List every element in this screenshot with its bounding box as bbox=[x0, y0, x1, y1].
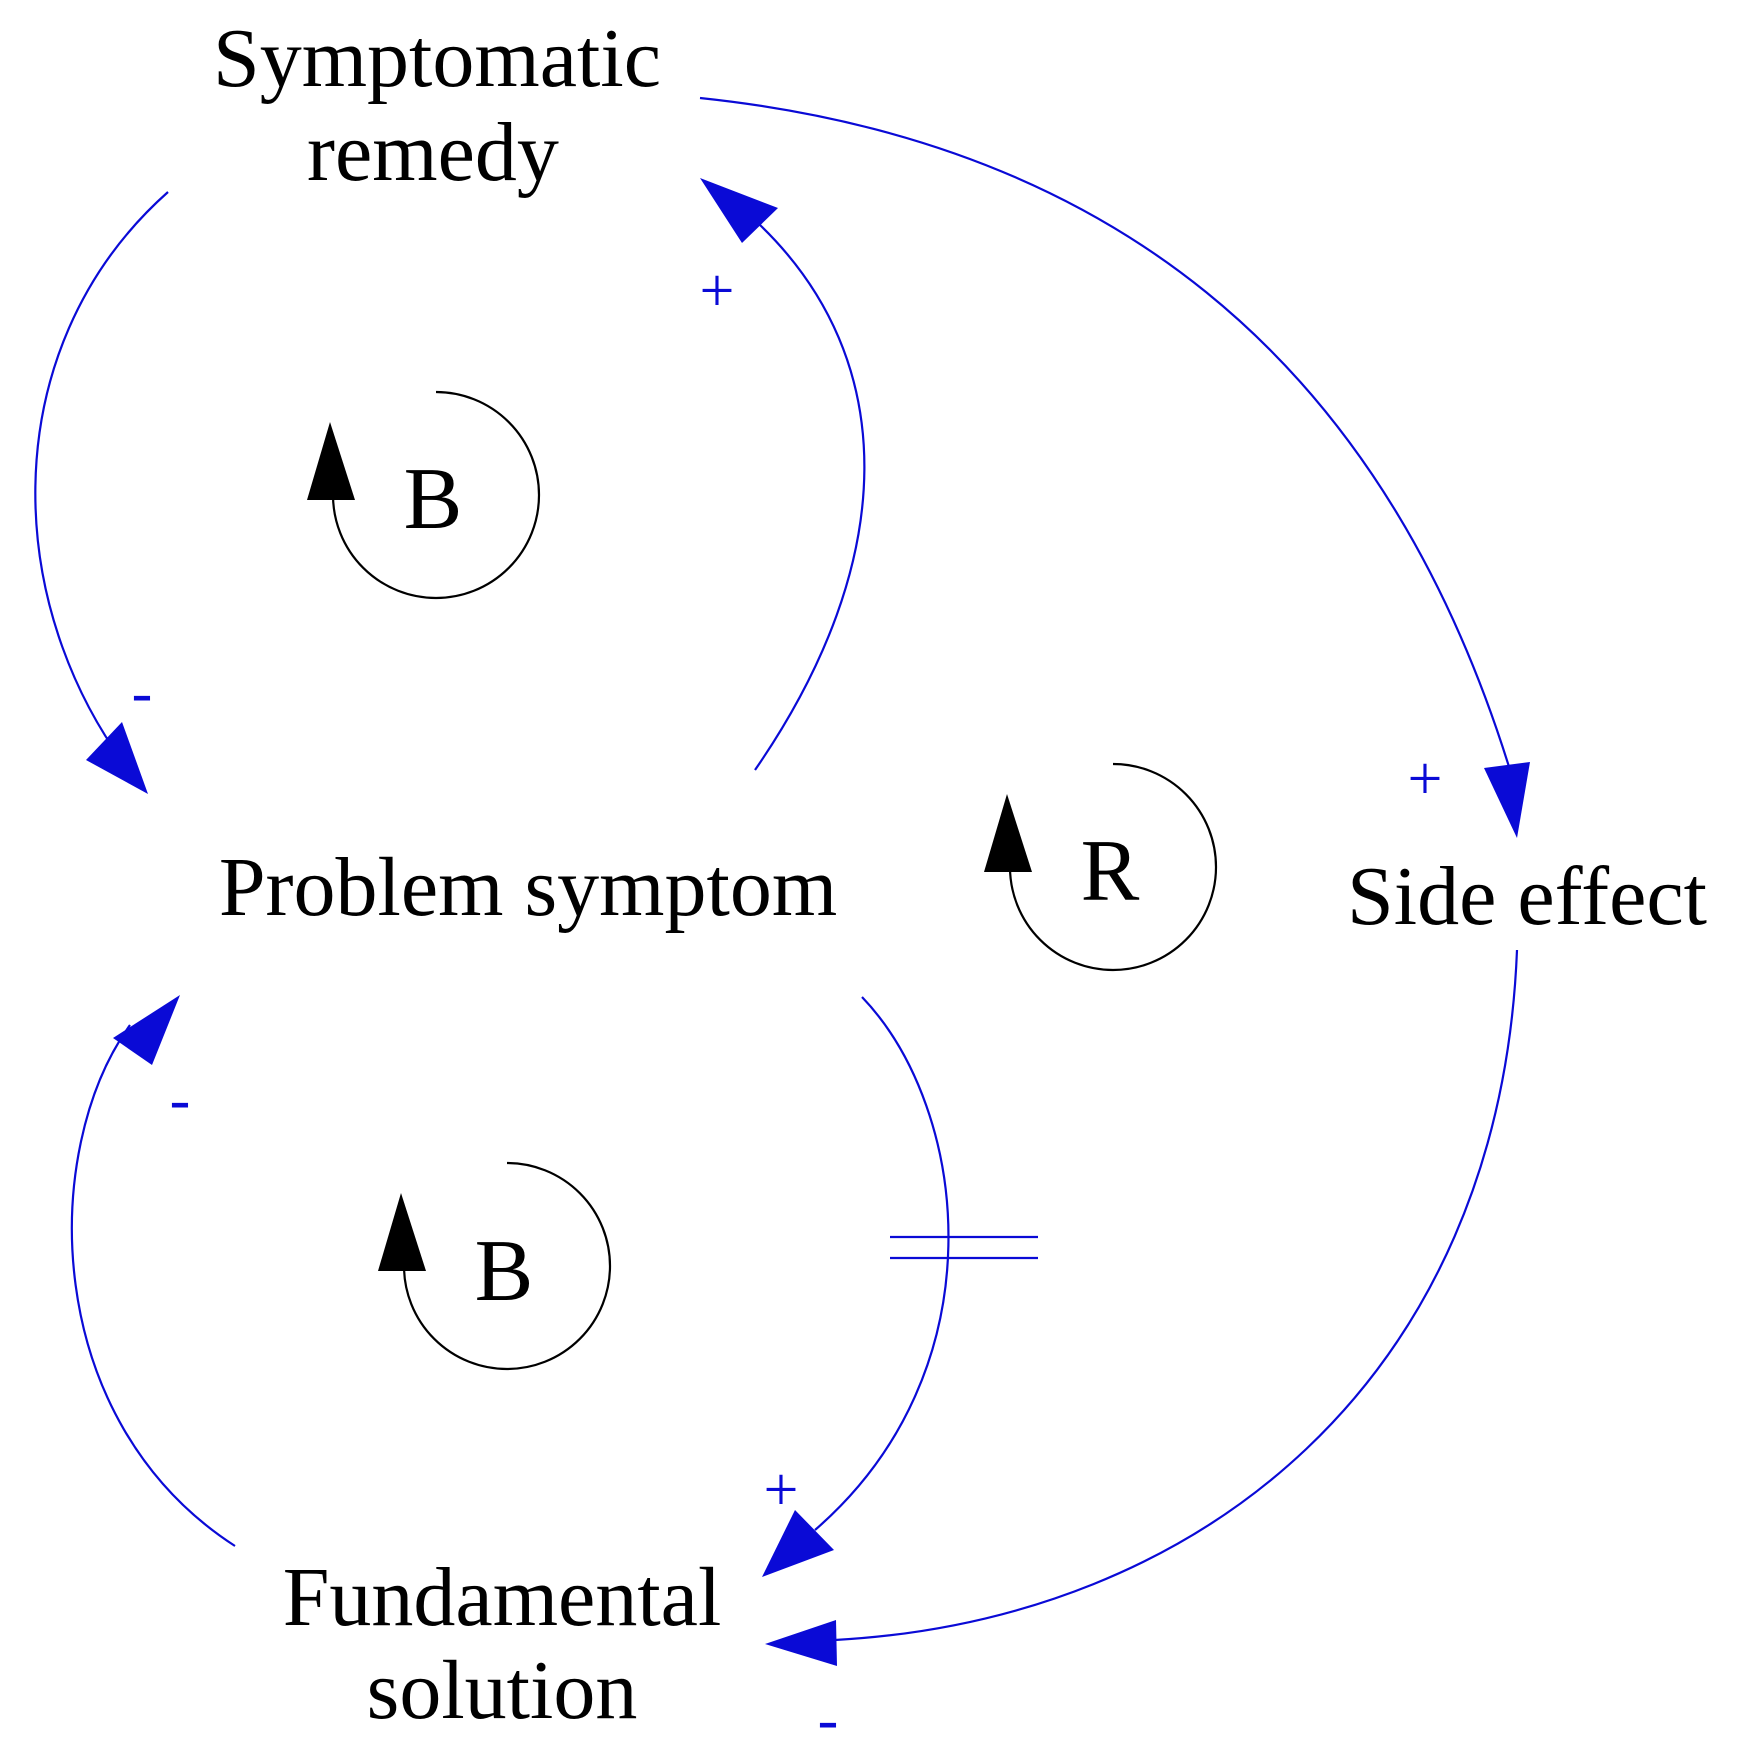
link-solution-to-symptom bbox=[70, 1024, 236, 1547]
link-remedy-to-symptom bbox=[34, 191, 169, 791]
polarity-remedy-to-side-effect: + bbox=[1408, 745, 1443, 813]
node-symptomatic-remedy-line2: remedy bbox=[307, 106, 559, 199]
arrowhead-symptom-to-solution bbox=[762, 1510, 834, 1577]
node-fundamental-solution-line1: Fundamental bbox=[283, 1551, 722, 1644]
arrowhead-remedy-to-side-effect bbox=[1484, 762, 1530, 838]
loop-upper-balancing: B bbox=[307, 390, 541, 600]
node-fundamental-solution-line2: solution bbox=[367, 1644, 638, 1737]
link-side-effect-to-solution bbox=[834, 949, 1519, 1642]
arrowhead-symptom-to-remedy bbox=[700, 178, 778, 243]
node-problem-symptom: Problem symptom bbox=[219, 841, 837, 934]
loop-label: R bbox=[1081, 823, 1140, 920]
loop-ring bbox=[402, 1161, 612, 1371]
link-symptom-to-solution bbox=[814, 996, 950, 1531]
polarity-solution-to-symptom: - bbox=[170, 1066, 191, 1134]
loop-label: B bbox=[404, 451, 463, 548]
loop-reinforcing: R bbox=[984, 762, 1218, 972]
node-symptomatic-remedy-line1: Symptomatic bbox=[213, 12, 661, 105]
link-remedy-to-side-effect bbox=[699, 96, 1512, 771]
loop-lower-balancing: B bbox=[378, 1161, 612, 1371]
link-symptom-to-remedy bbox=[754, 224, 866, 771]
polarity-symptom-to-solution: + bbox=[764, 1456, 799, 1524]
loop-arrowhead bbox=[984, 794, 1032, 872]
arrowhead-side-effect-to-solution bbox=[765, 1620, 837, 1666]
arrowhead-remedy-to-symptom bbox=[86, 722, 148, 794]
loop-arrowhead bbox=[378, 1193, 426, 1271]
node-side-effect: Side effect bbox=[1347, 850, 1707, 943]
loop-arrowhead bbox=[307, 422, 355, 500]
polarity-symptom-to-remedy: + bbox=[700, 257, 735, 325]
loop-label: B bbox=[475, 1223, 534, 1320]
arrowhead-solution-to-symptom bbox=[113, 995, 180, 1065]
polarity-remedy-to-symptom: - bbox=[132, 659, 153, 727]
polarity-side-effect-to-solution: - bbox=[818, 1686, 839, 1754]
loop-ring bbox=[331, 390, 541, 600]
loop-ring bbox=[1008, 762, 1218, 972]
